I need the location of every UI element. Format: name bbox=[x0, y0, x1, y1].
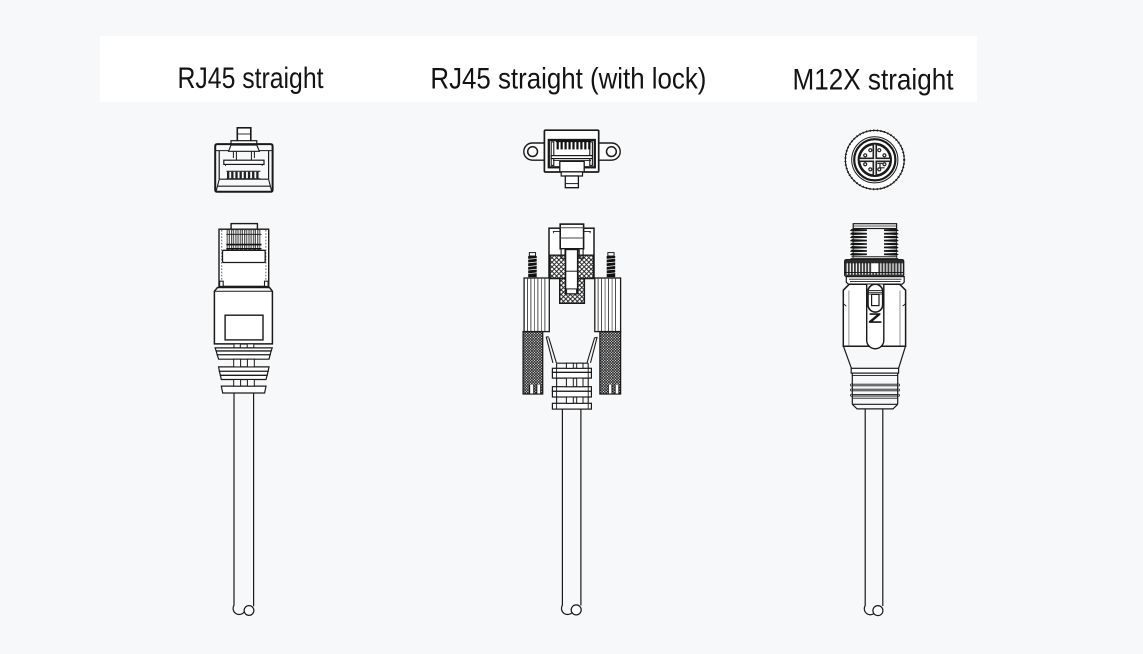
svg-text:M12X straight: M12X straight bbox=[793, 63, 955, 96]
svg-text:RJ45 straight: RJ45 straight bbox=[178, 62, 325, 95]
svg-text:RJ45 straight (with lock): RJ45 straight (with lock) bbox=[430, 62, 706, 95]
